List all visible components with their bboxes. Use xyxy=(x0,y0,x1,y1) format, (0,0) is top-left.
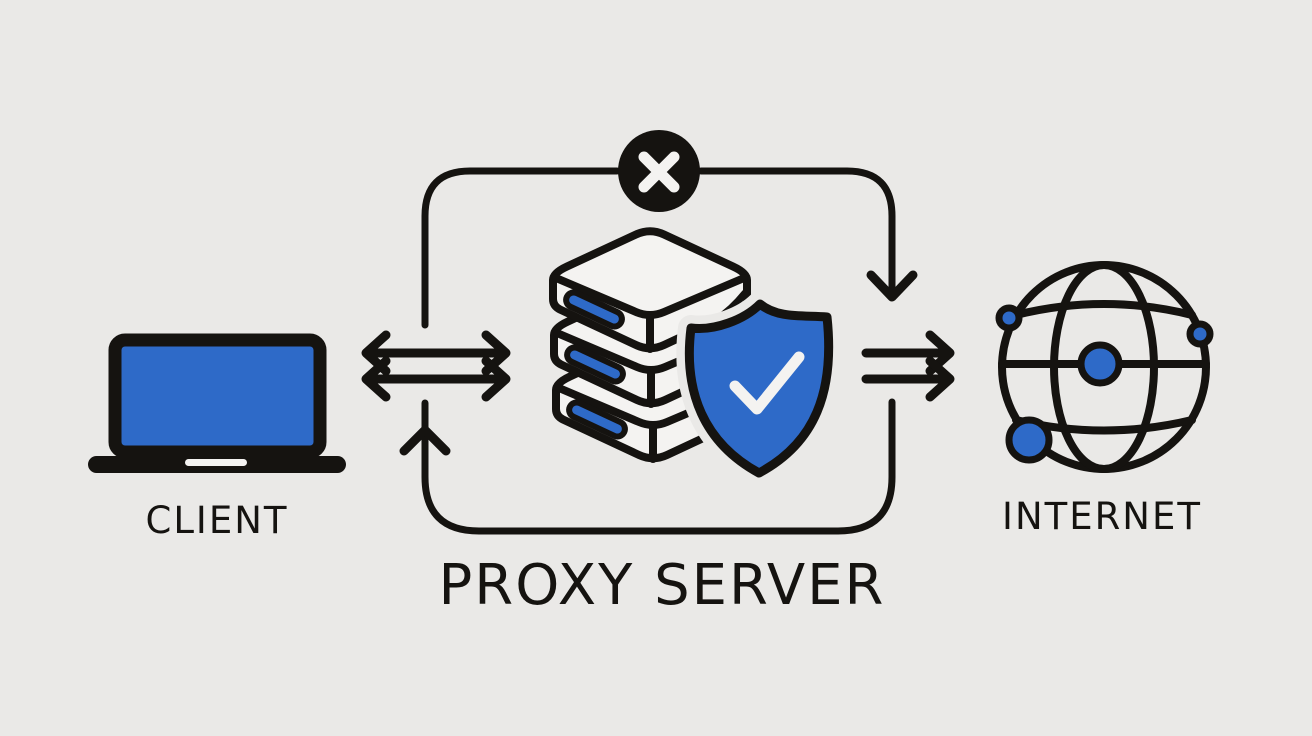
blocked-route-line xyxy=(421,167,918,329)
internet-node-label: INTERNET xyxy=(1002,495,1202,538)
proxy-node-label: PROXY SERVER xyxy=(438,553,886,618)
globe-icon xyxy=(995,261,1214,473)
client-proxy-arrows xyxy=(361,330,511,402)
laptop-icon xyxy=(88,333,346,473)
return-route-line xyxy=(399,398,896,535)
shield-check-icon xyxy=(676,289,842,486)
proxy-internet-arrows xyxy=(861,330,955,402)
blocked-x-icon xyxy=(618,130,700,212)
client-node-label: CLIENT xyxy=(145,499,289,542)
